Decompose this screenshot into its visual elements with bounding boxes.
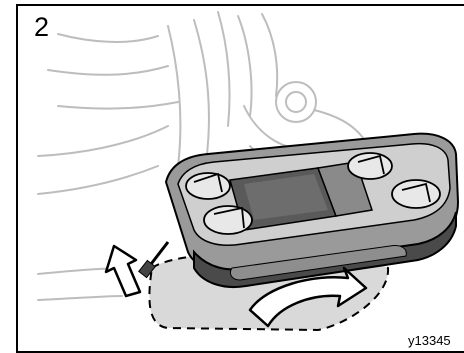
lift-arrow-icon (106, 246, 140, 296)
step-number: 2 (34, 12, 49, 42)
figure-code: y13345 (408, 333, 451, 348)
figure-frame: 2 y13345 (16, 4, 464, 353)
console-removal-illustration (18, 6, 464, 353)
